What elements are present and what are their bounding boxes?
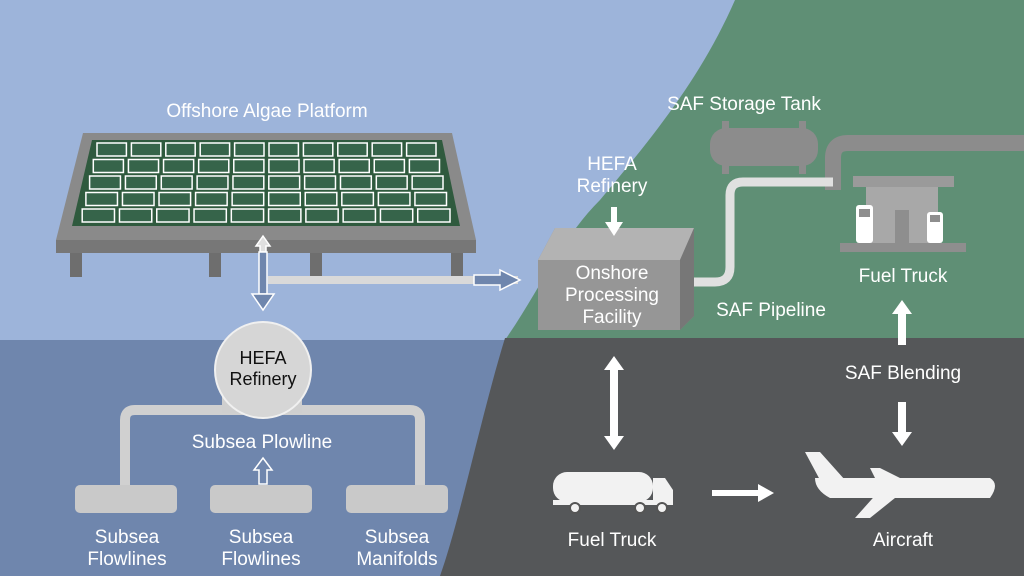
algae-cell	[303, 175, 337, 190]
algae-cell	[405, 142, 437, 157]
algae-cell	[233, 158, 265, 174]
label-blending: SAF Blending	[844, 363, 962, 384]
label-line: Subsea	[364, 527, 430, 548]
algae-cell	[130, 142, 162, 157]
algae-cell	[416, 208, 451, 223]
platform-to-facility-arrow	[473, 268, 522, 292]
algae-cell	[194, 191, 228, 207]
algae-cell	[232, 175, 265, 190]
fuel-station-icon	[840, 176, 966, 252]
algae-cell	[303, 158, 335, 174]
large-pipe	[825, 135, 1024, 190]
label-fuel-station: Fuel Truck	[858, 266, 948, 287]
label-line: HEFA	[587, 154, 637, 175]
algae-cell	[305, 208, 339, 223]
label-line: Refinery	[576, 176, 648, 197]
label-aircraft: Aircraft	[872, 530, 934, 551]
label-fuel-truck: Fuel Truck	[567, 530, 657, 551]
algae-cell	[377, 191, 411, 207]
ground-region	[440, 338, 1024, 576]
fuel-truck-icon	[553, 472, 673, 514]
algae-cell	[127, 158, 160, 174]
algae-cell	[373, 158, 406, 174]
algae-cell	[196, 175, 229, 190]
platform-to-facility-line	[268, 276, 518, 284]
algae-cell	[233, 142, 265, 157]
algae-cell	[199, 142, 231, 157]
algae-cell	[337, 142, 368, 157]
algae-cell	[268, 175, 301, 190]
label-line: Manifolds	[356, 549, 438, 570]
subsea-flowlines-a-block	[75, 485, 177, 513]
label-storage-tank: SAF Storage Tank	[667, 94, 821, 115]
algae-cell	[121, 191, 155, 207]
label-line: Subsea	[228, 527, 294, 548]
onshore-facility	[538, 228, 694, 330]
label-line: Processing	[565, 285, 659, 306]
label-pipeline: SAF Pipeline	[716, 300, 826, 321]
algae-cell	[85, 191, 119, 207]
algae-cell	[375, 175, 408, 190]
label-line: HEFA	[239, 348, 287, 368]
algae-cell	[230, 208, 265, 223]
algae-cell	[81, 208, 116, 223]
algae-platform	[56, 133, 476, 277]
algae-cell	[267, 208, 302, 223]
algae-cell	[162, 158, 195, 174]
algae-cell	[160, 175, 193, 190]
algae-cell	[193, 208, 228, 223]
algae-cell	[124, 175, 158, 190]
label-subsea-plowline: Subsea Plowline	[191, 432, 333, 453]
subsea-up-arrow	[252, 456, 274, 485]
saf-pipeline	[694, 177, 833, 287]
algae-cell	[268, 142, 300, 157]
algae-cell	[414, 191, 448, 207]
algae-cell	[165, 142, 196, 157]
label-platform: Offshore Algae Platform	[166, 101, 368, 122]
algae-cell	[231, 191, 265, 207]
label-line: Refinery	[229, 369, 297, 389]
algae-cell	[118, 208, 153, 223]
algae-cell	[379, 208, 414, 223]
label-line: Flowlines	[87, 549, 167, 570]
subsea-manifolds-block	[346, 485, 448, 513]
aircraft-icon	[805, 452, 995, 518]
algae-cell	[92, 158, 125, 174]
algae-cell	[342, 208, 377, 223]
algae-cell	[304, 191, 338, 207]
blending-to-station-arrow	[892, 300, 912, 345]
algae-cell	[339, 175, 373, 190]
algae-cell	[411, 175, 444, 190]
facility-truck-arrow	[604, 356, 624, 450]
algae-cell	[267, 191, 302, 207]
algae-cell	[371, 142, 403, 157]
label-line: Flowlines	[221, 549, 301, 570]
algae-cell	[408, 158, 441, 174]
algae-cell	[96, 142, 128, 157]
algae-cell	[302, 142, 334, 157]
algae-cell	[341, 191, 375, 207]
platform-hefa-arrow	[250, 234, 276, 312]
hefa-down-arrow	[605, 207, 623, 236]
hefa-offshore-circle	[214, 321, 312, 419]
label-line: Subsea	[94, 527, 160, 548]
algae-cell	[197, 158, 230, 174]
algae-cell	[158, 191, 192, 207]
storage-tank-icon	[710, 121, 818, 174]
subsea-flowlines-b-block	[210, 485, 312, 513]
label-line: Onshore	[575, 263, 649, 284]
algae-cell	[156, 208, 190, 223]
algae-cell	[268, 158, 300, 174]
label-line: Facility	[582, 307, 642, 328]
blending-to-aircraft-arrow	[892, 402, 912, 446]
truck-to-aircraft-arrow	[712, 484, 774, 502]
algae-cell	[88, 175, 122, 190]
algae-cell	[338, 158, 371, 174]
